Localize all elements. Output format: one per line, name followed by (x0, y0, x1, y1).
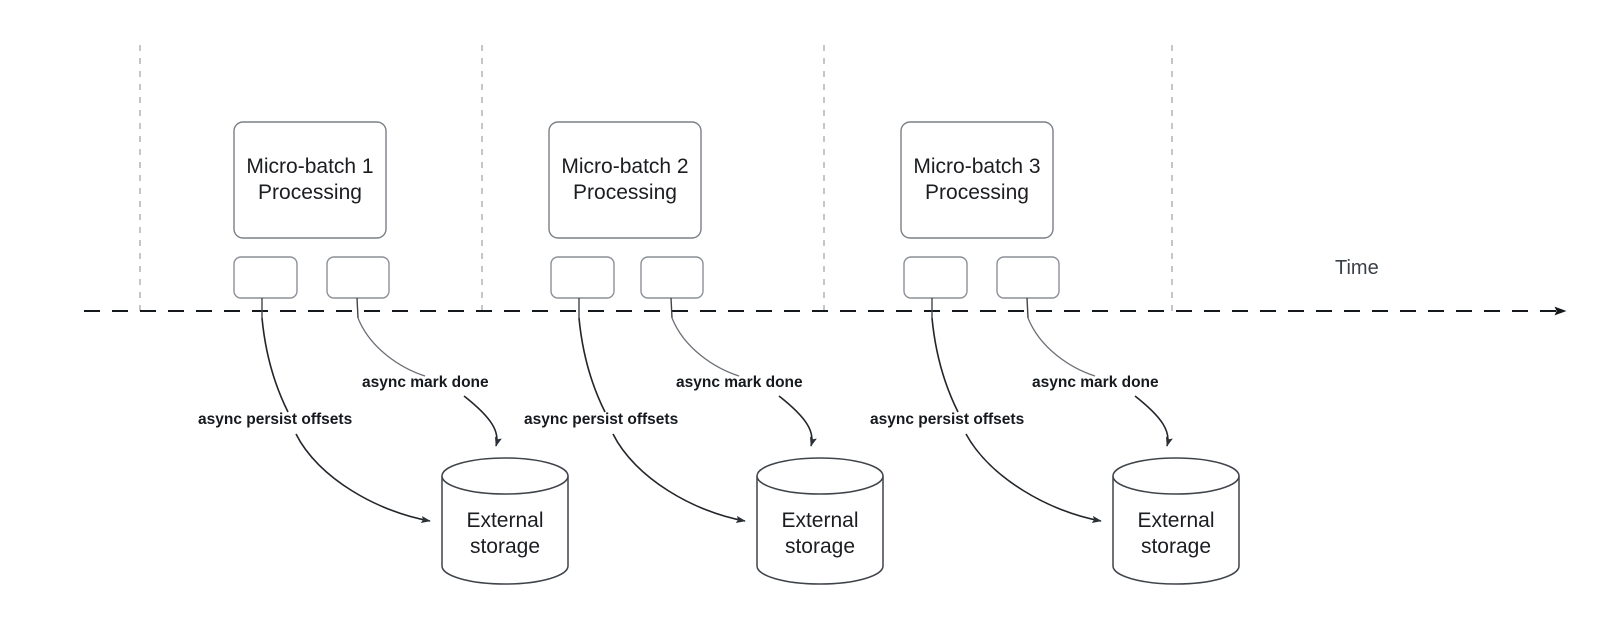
micro-batch-1-persist-task-box[interactable] (233, 256, 298, 299)
micro-batch-3-persist-offsets-label: async persist offsets (870, 411, 1024, 428)
micro-batch-2-mark-done-arrow-upper (671, 317, 740, 377)
micro-batch-3-persist-arrow-upper (931, 317, 959, 413)
group-2: Micro-batch 2 Processing External storag… (524, 121, 884, 585)
micro-batch-2-cylinder[interactable]: External storage (756, 457, 884, 585)
micro-batch-3-processing-label-line2: Processing (925, 181, 1029, 204)
micro-batch-1-processing-label-line2: Processing (258, 181, 362, 204)
micro-batch-2-storage-label-line2: storage (785, 535, 855, 558)
micro-batch-2-persist-arrow-upper (578, 317, 606, 413)
micro-batch-3-mark-done-arrow-upper (1027, 317, 1096, 377)
micro-batch-1-storage-label-line2: storage (470, 535, 540, 558)
micro-batch-3-storage-label-line1: External (1137, 509, 1214, 532)
micro-batch-3-persist-task-box[interactable] (903, 256, 968, 299)
group-3: Micro-batch 3 Processing External storag… (870, 121, 1240, 585)
time-axis-label: Time (1335, 257, 1379, 279)
micro-batch-3-cylinder[interactable]: External storage (1112, 457, 1240, 585)
micro-batch-2-processing-label-line1: Micro-batch 2 (561, 155, 688, 178)
micro-batch-2-persist-offsets-label: async persist offsets (524, 411, 678, 428)
micro-batch-3-mark-done-label: async mark done (1032, 374, 1159, 391)
micro-batch-1-processing-label-line1: Micro-batch 1 (246, 155, 373, 178)
micro-batch-2-cylinder-top (756, 457, 884, 495)
micro-batch-2-persist-arrow-lower (612, 433, 746, 524)
micro-batch-1-persist-offsets-label: async persist offsets (198, 411, 352, 428)
micro-batch-1-processing-box[interactable] (233, 121, 387, 239)
micro-batch-3-mark-done-task-box[interactable] (996, 256, 1060, 299)
micro-batch-1-mark-done-label: async mark done (362, 374, 489, 391)
micro-batch-3-persist-arrow-lower (965, 433, 1102, 524)
micro-batch-2-mark-done-stem (670, 297, 673, 319)
micro-batch-3-storage-label-line2: storage (1141, 535, 1211, 558)
micro-batch-3-mark-done-arrow-lower (1134, 395, 1173, 447)
micro-batch-1-mark-done-task-box[interactable] (326, 256, 390, 299)
micro-batch-3-cylinder-top (1112, 457, 1240, 495)
micro-batch-2-storage-label-line1: External (781, 509, 858, 532)
micro-batch-1-mark-done-arrow-upper (357, 317, 426, 377)
micro-batch-1-persist-arrow-lower (295, 433, 431, 524)
micro-batch-3-processing-box[interactable] (900, 121, 1054, 239)
micro-batch-3-mark-done-stem (1026, 297, 1029, 319)
micro-batch-2-persist-task-box[interactable] (550, 256, 615, 299)
micro-batch-1-cylinder-body (441, 476, 569, 585)
micro-batch-2-mark-done-arrow-lower (778, 395, 817, 447)
micro-batch-1-mark-done-stem (356, 297, 359, 319)
batch-boundary-dividers (139, 45, 1173, 312)
micro-batch-1-cylinder-top (441, 457, 569, 495)
micro-batch-2-processing-box[interactable] (548, 121, 702, 239)
group-1: Micro-batch 1 Processing External storag… (198, 121, 569, 585)
micro-batch-3-processing-label-line1: Micro-batch 3 (913, 155, 1040, 178)
micro-batch-2-cylinder-body (756, 476, 884, 585)
micro-batch-3-cylinder-body (1112, 476, 1240, 585)
micro-batch-1-mark-done-arrow-lower (463, 395, 502, 447)
micro-batch-2-mark-done-task-box[interactable] (640, 256, 704, 299)
micro-batch-1-persist-arrow-upper (261, 317, 289, 413)
micro-batch-2-mark-done-label: async mark done (676, 374, 803, 391)
micro-batch-2-processing-label-line2: Processing (573, 181, 677, 204)
time-axis: Time (84, 257, 1567, 316)
micro-batch-1-cylinder[interactable]: External storage (441, 457, 569, 585)
micro-batch-1-storage-label-line1: External (466, 509, 543, 532)
